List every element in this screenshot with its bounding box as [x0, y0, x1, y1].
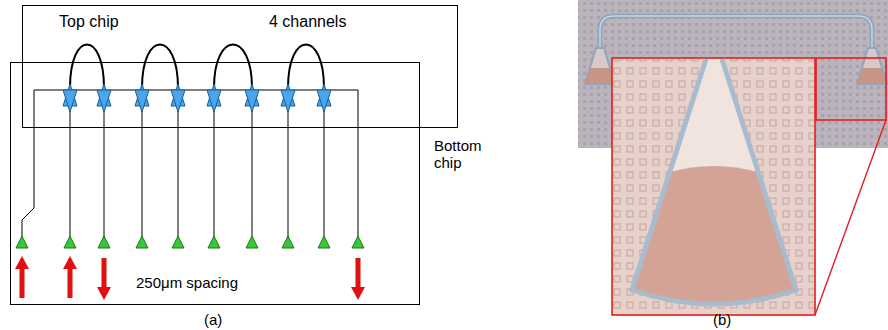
coupler-down	[171, 90, 185, 112]
taper-photo	[857, 48, 887, 84]
taper-photo	[585, 48, 615, 84]
chip-name: Top chip	[59, 13, 119, 31]
top-chip-box: Top chip 4 channels	[22, 5, 458, 128]
taper-outline	[632, 59, 796, 304]
grating-triangle	[246, 236, 258, 248]
arrow-out-head	[97, 287, 111, 300]
grating-triangle	[98, 236, 110, 248]
panel-label: (a)	[204, 311, 222, 328]
bottom-chip-box: Bottom chip	[10, 62, 420, 305]
zoom-inset	[612, 58, 815, 315]
grating-triangle	[282, 236, 294, 248]
grating-triangle	[318, 236, 330, 248]
loop-waveguide-photo	[600, 16, 872, 50]
zoom-box	[816, 58, 886, 120]
panel-label: (b)	[713, 311, 731, 328]
arrow-shaft	[356, 258, 361, 288]
couplers	[63, 84, 331, 112]
coupler-down	[135, 90, 149, 112]
coupler-down	[97, 90, 111, 112]
grating-triangle	[64, 236, 76, 248]
light-arrows	[15, 256, 365, 300]
grating-triangle	[172, 236, 184, 248]
top-chip-loops	[70, 45, 324, 89]
arrow-in-head	[63, 256, 77, 269]
coupler-down	[207, 90, 221, 112]
edge-couplers	[16, 236, 364, 248]
coupler-down	[317, 90, 331, 112]
grating-triangle	[208, 236, 220, 248]
arrow-out-head	[351, 287, 365, 300]
taper-lower	[632, 166, 796, 304]
grating-triangle	[16, 236, 28, 248]
taper-fill	[857, 68, 887, 84]
arrow-shaft	[20, 268, 25, 298]
loop-waveguide-core	[600, 16, 872, 50]
channel-count: 4 channels	[269, 13, 346, 31]
grating-triangle	[136, 236, 148, 248]
micrograph	[578, 0, 888, 315]
coupler-down	[245, 90, 259, 112]
grating-triangle	[352, 236, 364, 248]
loop-waveguide	[142, 45, 178, 89]
waveguide-lines	[22, 90, 358, 238]
arrow-shaft	[68, 268, 73, 298]
coupler-down	[281, 90, 295, 112]
taper-fill	[585, 68, 615, 84]
arrow-shaft	[102, 258, 107, 288]
arrow-in-head	[15, 256, 29, 269]
loop-waveguide	[288, 45, 324, 89]
taper-upper	[632, 59, 796, 304]
loopback-waveguide	[22, 90, 358, 238]
loop-waveguide	[70, 45, 104, 89]
loop-waveguide	[214, 45, 252, 89]
inset-texture	[613, 59, 814, 314]
chip-name: Bottom chip	[434, 137, 494, 172]
zoom-leader	[815, 120, 886, 315]
dimension-label: 250μm spacing	[136, 274, 238, 291]
coupler-down	[63, 90, 77, 112]
